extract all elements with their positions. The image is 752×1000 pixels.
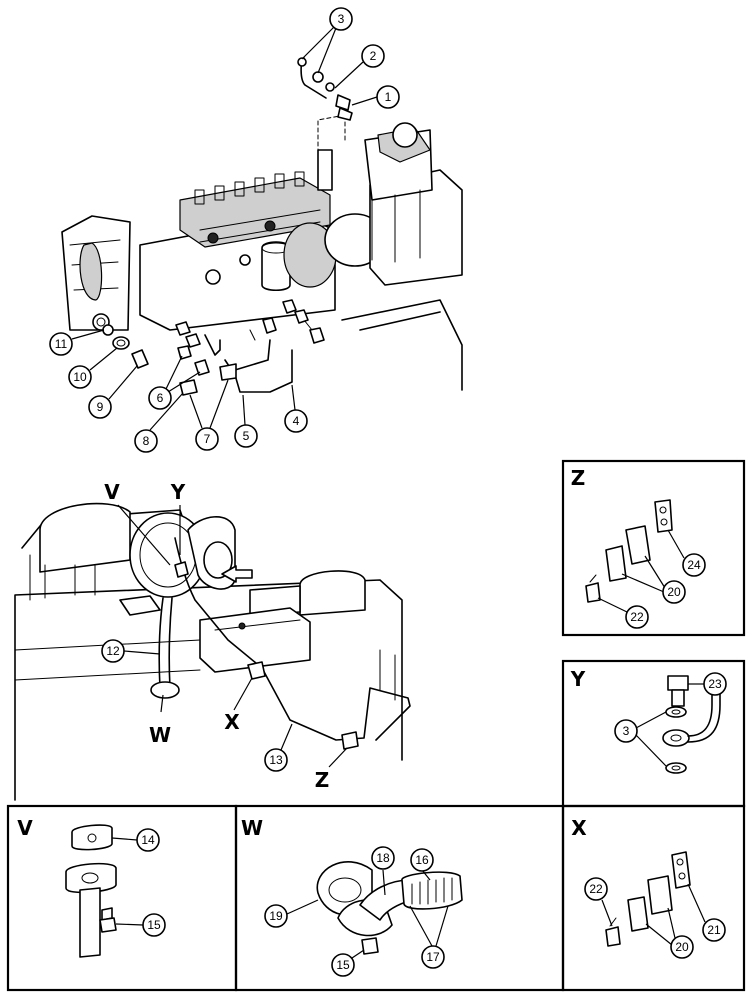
callout-label: 17 bbox=[426, 950, 440, 964]
callout-20-x: 20 bbox=[645, 907, 694, 959]
view-label-w: W bbox=[149, 723, 171, 747]
detail-label-v: V bbox=[17, 816, 33, 840]
view-label-x: X bbox=[224, 710, 240, 734]
callout-label: 7 bbox=[204, 432, 211, 446]
callout-9: 9 bbox=[88, 365, 138, 419]
callout-21: 21 bbox=[687, 883, 726, 942]
detail-box-z: Z 24 20 22 bbox=[561, 459, 746, 637]
callout-label: 6 bbox=[157, 391, 164, 405]
callout-label: 9 bbox=[97, 400, 104, 414]
callout-label: 22 bbox=[589, 882, 603, 896]
callout-label: 11 bbox=[55, 337, 68, 351]
injection-pump-assembly-illustration bbox=[61, 57, 463, 396]
callout-2: 2 bbox=[334, 44, 385, 89]
callout-14: 14 bbox=[111, 828, 160, 852]
callout-24: 24 bbox=[667, 529, 706, 577]
callout-15-v: 15 bbox=[115, 913, 166, 937]
callout-12: 12 bbox=[101, 639, 161, 663]
callout-label: 22 bbox=[630, 610, 644, 624]
callout-22-x: 22 bbox=[584, 877, 613, 927]
detail-box-w: W 19 18 16 17 bbox=[234, 804, 565, 992]
callout-23: 23 bbox=[688, 672, 727, 696]
callout-label: 23 bbox=[708, 677, 722, 691]
callout-8: 8 bbox=[134, 392, 184, 453]
callout-16: 16 bbox=[410, 848, 434, 881]
callout-7: 7 bbox=[189, 379, 229, 451]
callout-label: 1 bbox=[385, 90, 392, 104]
callout-label: 12 bbox=[106, 644, 120, 658]
detail-box-x: X 22 21 20 bbox=[561, 804, 746, 992]
callout-label: 4 bbox=[293, 414, 300, 428]
callout-22-z: 22 bbox=[597, 597, 649, 629]
detail-label-w: W bbox=[241, 816, 263, 840]
callout-label: 13 bbox=[269, 753, 283, 767]
callout-3-y: 3 bbox=[614, 711, 667, 767]
callout-20-z: 20 bbox=[621, 555, 686, 604]
view-label-v: V bbox=[104, 480, 120, 504]
view-label-y: Y bbox=[170, 480, 186, 504]
callout-label: 5 bbox=[243, 429, 250, 443]
callout-5: 5 bbox=[234, 394, 258, 448]
callout-18: 18 bbox=[371, 846, 395, 896]
callout-label: 18 bbox=[376, 851, 390, 865]
callout-label: 15 bbox=[336, 958, 350, 972]
callout-3-top: 3 bbox=[301, 7, 353, 74]
detail-label-y: Y bbox=[570, 667, 586, 691]
turbo-oil-line-illustration bbox=[14, 502, 411, 801]
callout-label: 21 bbox=[707, 923, 721, 937]
callout-10: 10 bbox=[68, 347, 118, 389]
detail-label-x: X bbox=[571, 816, 587, 840]
callout-label: 24 bbox=[687, 558, 701, 572]
callout-13: 13 bbox=[264, 723, 293, 772]
detail-box-v: V 14 15 bbox=[6, 804, 238, 992]
callout-label: 19 bbox=[269, 909, 283, 923]
callout-label: 14 bbox=[141, 833, 155, 847]
callout-label: 16 bbox=[415, 853, 429, 867]
detail-box-y: Y 23 3 bbox=[561, 659, 746, 808]
callout-label: 20 bbox=[675, 940, 689, 954]
callout-1: 1 bbox=[351, 85, 400, 109]
callout-6: 6 bbox=[148, 355, 201, 410]
callout-label: 8 bbox=[143, 434, 150, 448]
detail-label-z: Z bbox=[571, 466, 586, 490]
callout-label: 10 bbox=[73, 370, 87, 384]
callout-label: 20 bbox=[667, 585, 681, 599]
callout-label: 3 bbox=[338, 12, 345, 26]
callout-17: 17 bbox=[409, 905, 449, 969]
callout-15-w: 15 bbox=[331, 949, 365, 977]
callout-11: 11 bbox=[49, 329, 105, 356]
callout-label: 3 bbox=[623, 724, 630, 738]
view-label-z: Z bbox=[315, 768, 330, 792]
callout-label: 15 bbox=[147, 918, 161, 932]
callout-19: 19 bbox=[264, 899, 319, 928]
callout-4: 4 bbox=[284, 384, 308, 433]
callout-label: 2 bbox=[370, 49, 377, 63]
